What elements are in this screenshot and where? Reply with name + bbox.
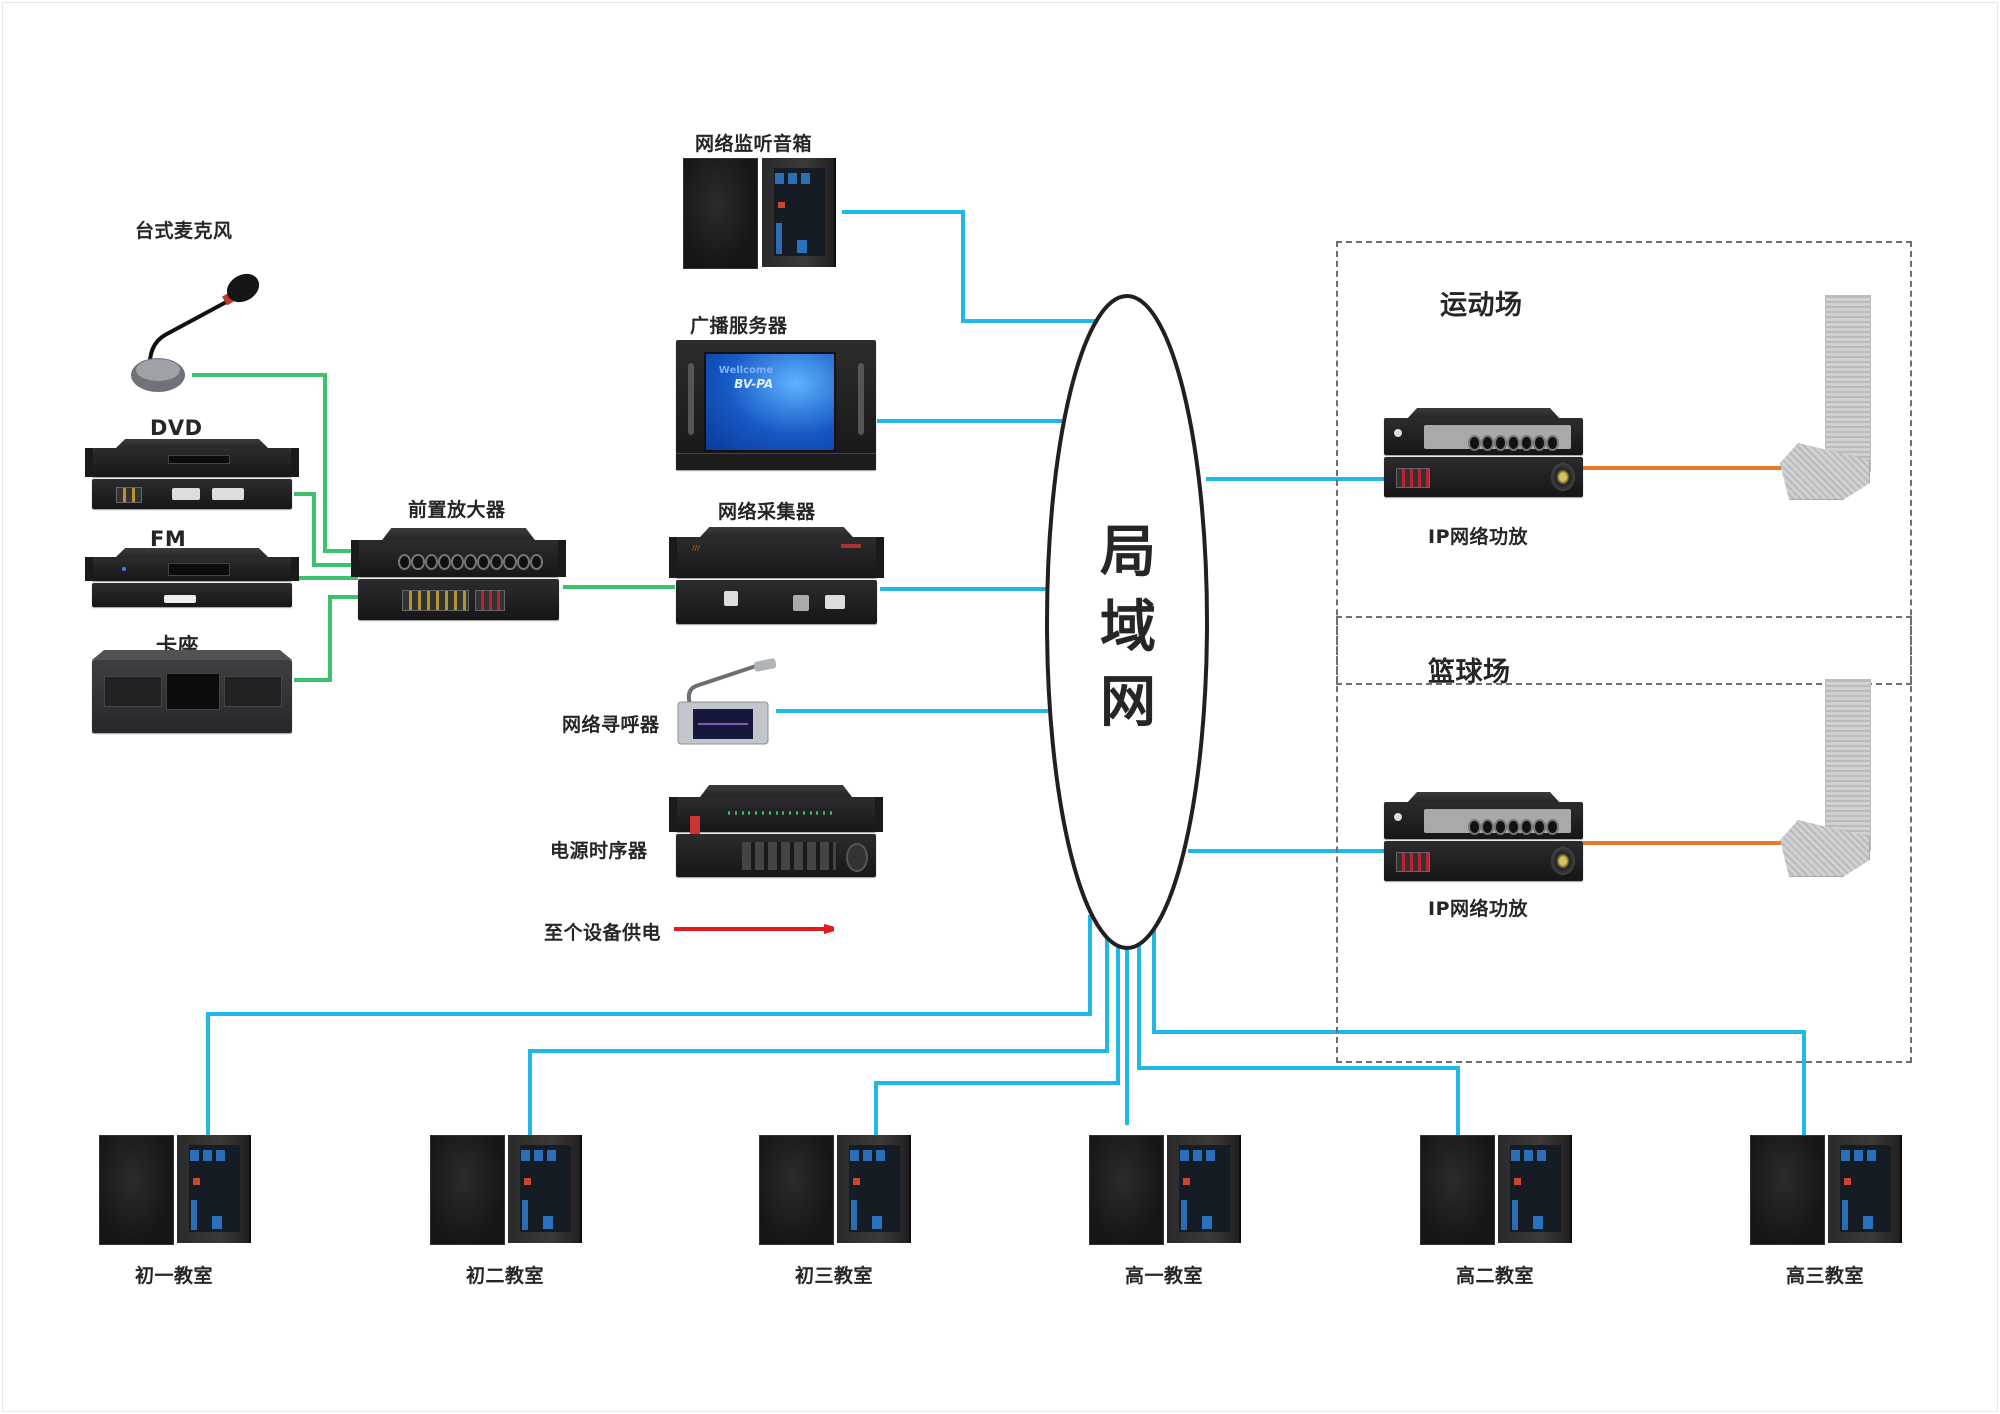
dvd-label: DVD bbox=[150, 416, 203, 440]
network-pager-icon bbox=[677, 658, 777, 745]
network-lines bbox=[206, 210, 1806, 1135]
power-sequencer-front-panel bbox=[669, 785, 883, 834]
classroom-speaker-back bbox=[177, 1135, 251, 1243]
network-pager-device[interactable] bbox=[676, 654, 777, 746]
monitor-speaker-front bbox=[683, 158, 758, 269]
network-pager-label: 网络寻呼器 bbox=[562, 714, 660, 736]
broadcast-server-label: 广播服务器 bbox=[690, 315, 788, 337]
basketball-amp-rear-panel bbox=[1384, 841, 1583, 881]
classroom-label: 高一教室 bbox=[1125, 1265, 1204, 1287]
classroom-speaker-front bbox=[759, 1135, 834, 1245]
sports-amp-label: IP网络功放 bbox=[1428, 526, 1528, 548]
basketball-court-label: 篮球场 bbox=[1428, 657, 1511, 688]
preamp-label: 前置放大器 bbox=[408, 499, 506, 521]
cassette-deck bbox=[92, 650, 292, 733]
lan-label: 局 域 网 bbox=[1098, 515, 1158, 740]
lan-to-classroom-2-line bbox=[528, 938, 1109, 1135]
network-collector-rear-panel bbox=[676, 580, 877, 624]
zone-basketball-court bbox=[1336, 616, 1912, 1063]
cassette-to-preamp-line bbox=[294, 595, 358, 682]
classroom-speaker-back bbox=[1167, 1135, 1241, 1243]
classroom-speaker-front bbox=[430, 1135, 505, 1245]
basketball-amp-label: IP网络功放 bbox=[1428, 898, 1528, 920]
zone-sports-field bbox=[1336, 241, 1912, 685]
speaker-lines bbox=[1583, 466, 1782, 845]
classroom-speaker-front bbox=[1420, 1135, 1495, 1245]
lan-to-classroom-3-line bbox=[874, 946, 1120, 1135]
fm-rear-panel bbox=[92, 583, 292, 607]
classroom-speaker-front bbox=[99, 1135, 174, 1245]
classroom-label: 初三教室 bbox=[795, 1265, 874, 1287]
desk-mic-label: 台式麦克风 bbox=[135, 220, 233, 242]
dvd-front-panel bbox=[85, 439, 299, 477]
mic-to-preamp-line bbox=[192, 373, 358, 553]
network-collector-label: 网络采集器 bbox=[718, 501, 816, 523]
basketball-amp-front-panel bbox=[1384, 792, 1583, 839]
lan-to-classroom-1-line bbox=[206, 915, 1092, 1135]
lan-char: 局 bbox=[1100, 520, 1156, 585]
sports-column-speaker bbox=[1825, 295, 1871, 472]
monitor-to-lan-line bbox=[842, 210, 1098, 323]
lan-ellipse bbox=[1045, 294, 1209, 950]
sports-amp-rear-panel bbox=[1384, 457, 1583, 497]
monitor-speaker-label: 网络监听音箱 bbox=[695, 133, 813, 155]
lan-char: 域 bbox=[1100, 595, 1156, 660]
classroom-label: 高二教室 bbox=[1456, 1265, 1535, 1287]
fm-label: FM bbox=[150, 527, 187, 551]
basketball-column-speaker bbox=[1825, 679, 1871, 851]
fm-front-panel bbox=[85, 548, 299, 581]
dvd-to-preamp-line bbox=[294, 492, 358, 567]
classroom-speaker-back bbox=[1828, 1135, 1902, 1243]
server-screen-brand: BV-PA bbox=[734, 376, 774, 391]
audio-lines bbox=[192, 373, 675, 682]
preamp-front-panel bbox=[351, 528, 566, 577]
desk-mic-icon bbox=[131, 273, 260, 392]
lan-char: 网 bbox=[1100, 670, 1156, 735]
lan-to-classroom-6-line bbox=[1152, 930, 1806, 1135]
classroom-speaker-back bbox=[1498, 1135, 1572, 1243]
dvd-rear-panel bbox=[92, 479, 292, 509]
desk-mic-device[interactable] bbox=[120, 270, 270, 395]
network-collector-front-panel: /// bbox=[669, 527, 884, 578]
lan-to-classroom-5-line bbox=[1137, 945, 1460, 1135]
power-sequencer-rear-panel bbox=[676, 834, 876, 877]
classroom-label: 初一教室 bbox=[135, 1265, 214, 1287]
classroom-label: 初二教室 bbox=[466, 1265, 545, 1287]
broadcast-server-chassis: Wellcome BV-PA bbox=[676, 340, 876, 470]
sports-field-label: 运动场 bbox=[1440, 290, 1523, 321]
sports-amp-front-panel bbox=[1384, 408, 1583, 455]
preamp-rear-panel bbox=[358, 579, 559, 620]
power-note-label: 至个设备供电 bbox=[544, 922, 662, 944]
classroom-label: 高三教室 bbox=[1786, 1265, 1865, 1287]
server-screen-welcome: Wellcome bbox=[718, 365, 774, 377]
classroom-speaker-front bbox=[1089, 1135, 1164, 1245]
power-sequencer-label: 电源时序器 bbox=[550, 840, 648, 862]
classroom-speaker-front bbox=[1750, 1135, 1825, 1245]
monitor-speaker-back bbox=[762, 158, 836, 267]
server-screen: Wellcome BV-PA bbox=[704, 351, 836, 452]
classroom-speaker-back bbox=[508, 1135, 582, 1243]
classroom-speaker-back bbox=[837, 1135, 911, 1243]
